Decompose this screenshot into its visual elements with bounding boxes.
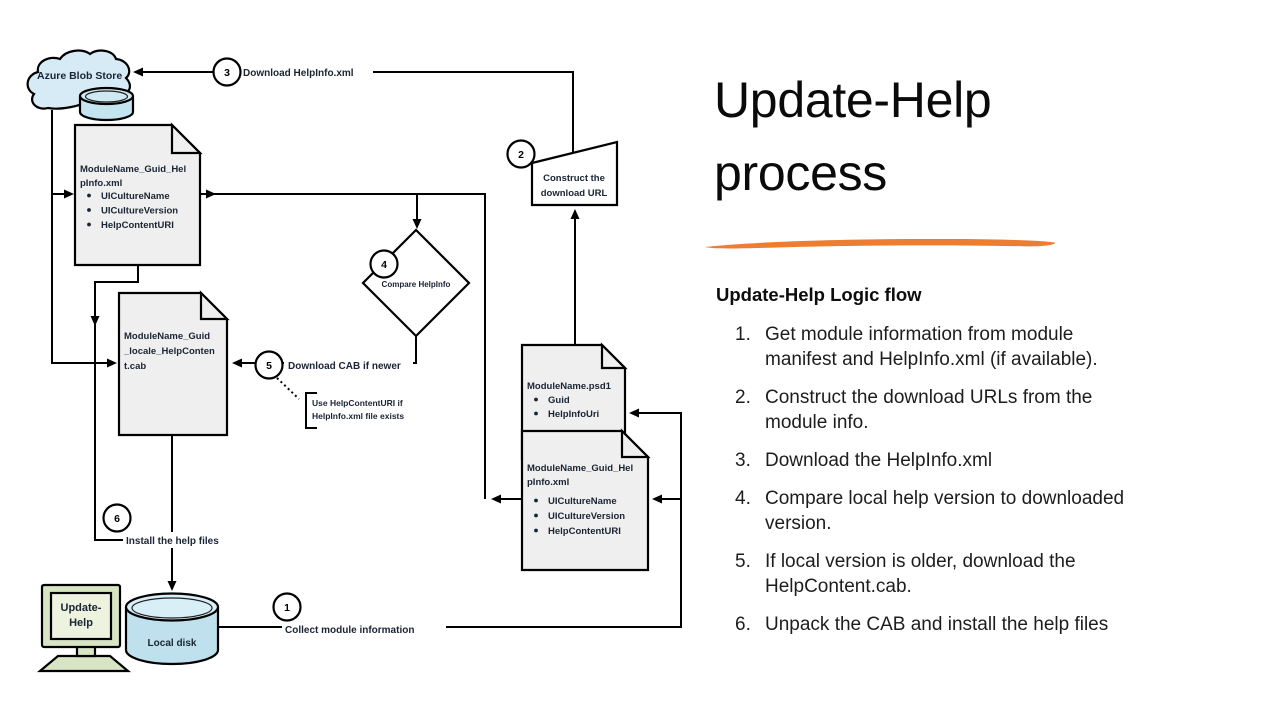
- accent-underline: [705, 238, 1056, 249]
- local-disk: Local disk: [124, 592, 220, 666]
- badge-1: 1: [272, 592, 302, 622]
- list-item-2: 2. Construct the download URLs from the …: [716, 385, 1216, 435]
- doc-bullet: HelpContentURI: [101, 220, 174, 231]
- svg-text:1: 1: [284, 602, 290, 614]
- list-item-1: 1. Get module information from module ma…: [716, 322, 1216, 372]
- list-text-line: Download the HelpInfo.xml: [765, 450, 993, 471]
- list-number: 5.: [735, 551, 751, 572]
- construct-label-line: Construct the: [543, 173, 605, 184]
- list-item-4: 4. Compare local help version to downloa…: [716, 486, 1216, 536]
- badge-6: 6: [102, 503, 132, 533]
- label-download-cab: Download CAB if newer: [288, 361, 401, 372]
- doc-title: ModuleName.psd1: [527, 381, 612, 392]
- doc-bullet: UICultureName: [548, 496, 617, 507]
- title-line-2: process: [714, 145, 887, 201]
- doc-title-line: _locale_HelpConten: [123, 346, 215, 357]
- list-text-line: Unpack the CAB and install the help file…: [765, 614, 1109, 635]
- screen-text-line: Update-: [61, 602, 102, 614]
- compare-label: Compare HelpInfo: [382, 280, 451, 289]
- update-help-computer: Update- Help: [36, 583, 132, 673]
- doc-bullet: UICultureVersion: [101, 206, 178, 217]
- azure-blob-store: Azure Blob Store: [26, 49, 135, 122]
- list-item-6: 6. Unpack the CAB and install the help f…: [716, 612, 1216, 637]
- note-line: Use HelpContentURI if: [312, 398, 403, 408]
- list-text-line: module info.: [765, 412, 869, 433]
- process-diagram: Azure Blob Store ModuleName_Guid_Hel pIn…: [26, 49, 682, 673]
- list-number: 6.: [735, 614, 751, 635]
- doc-helpcontent-cab: ModuleName_Guid _locale_HelpConten t.cab: [117, 290, 230, 437]
- badge-4: 4: [369, 249, 399, 279]
- right-panel: Update-Help process Update-Help Logic fl…: [700, 0, 1280, 720]
- svg-text:3: 3: [224, 67, 230, 79]
- svg-text:4: 4: [381, 259, 387, 271]
- cloud-label: Azure Blob Store: [37, 70, 122, 82]
- doc-title-line: pInfo.xml: [527, 477, 569, 488]
- list-text-line: version.: [765, 513, 832, 534]
- screen-text-line: Help: [69, 617, 93, 629]
- svg-text:2: 2: [518, 149, 524, 161]
- blob-cylinder-icon: [78, 86, 135, 122]
- svg-text:6: 6: [114, 513, 120, 525]
- label-install-help-files: Install the help files: [126, 536, 219, 547]
- list-text-line: Construct the download URLs from the: [765, 387, 1093, 408]
- list-text-line: Compare local help version to downloaded: [765, 488, 1125, 509]
- doc-title-line: t.cab: [124, 361, 146, 372]
- doc-bullet: HelpContentURI: [548, 526, 621, 537]
- list-text-line: Get module information from module: [765, 324, 1074, 345]
- list-text: If local version is older, download the …: [765, 549, 1216, 599]
- page-title: Update-Help process: [714, 64, 992, 210]
- title-line-1: Update-Help: [714, 72, 992, 128]
- list-number: 2.: [735, 387, 751, 408]
- list-text-line: manifest and HelpInfo.xml (if available)…: [765, 349, 1098, 370]
- list-text: Unpack the CAB and install the help file…: [765, 612, 1216, 637]
- list-text: Construct the download URLs from the mod…: [765, 385, 1216, 435]
- arrowheads: [64, 67, 662, 591]
- doc-helpinfo-azure: ModuleName_Guid_Hel pInfo.xml UICultureN…: [73, 122, 203, 267]
- doc-title-line: ModuleName_Guid_Hel: [527, 463, 633, 474]
- connector-labels: Download HelpInfo.xml Download CAB if ne…: [126, 68, 414, 636]
- logic-steps-list: 1. Get module information from module ma…: [716, 322, 1216, 650]
- label-masks: [124, 62, 446, 636]
- list-number: 1.: [735, 324, 751, 345]
- badge-3: 3: [212, 57, 242, 87]
- logic-flow-heading: Update-Help Logic flow: [716, 284, 922, 305]
- doc-bullet: Guid: [548, 395, 570, 406]
- list-text: Download the HelpInfo.xml: [765, 448, 1216, 473]
- badge-2: 2: [506, 139, 536, 169]
- compare-diamond: Compare HelpInfo: [361, 228, 471, 338]
- list-text: Get module information from module manif…: [765, 322, 1216, 372]
- badge-5: 5: [254, 350, 284, 380]
- list-number: 3.: [735, 450, 751, 471]
- construct-label-line: download URL: [541, 188, 608, 199]
- list-item-5: 5. If local version is older, download t…: [716, 549, 1216, 599]
- doc-bullet: HelpInfoUri: [548, 409, 599, 420]
- construct-url-shape: Construct the download URL: [530, 140, 619, 207]
- doc-title-line: pInfo.xml: [80, 178, 122, 189]
- list-text: Compare local help version to downloaded…: [765, 486, 1216, 536]
- connectors: [51, 71, 682, 628]
- svg-text:5: 5: [266, 360, 272, 372]
- step-badges: 1 2 3 4 5 6: [102, 57, 536, 622]
- list-text-line: HelpContent.cab.: [765, 576, 912, 597]
- doc-helpinfo-local: ModuleName_Guid_Hel pInfo.xml UICultureN…: [520, 428, 651, 572]
- list-text-line: If local version is older, download the: [765, 551, 1076, 572]
- label-collect-module-info: Collect module information: [285, 625, 414, 636]
- doc-title-line: ModuleName_Guid: [124, 331, 210, 342]
- list-number: 4.: [735, 488, 751, 509]
- doc-bullet: UICultureVersion: [548, 511, 625, 522]
- label-download-helpinfo: Download HelpInfo.xml: [243, 68, 354, 79]
- monitor-screen: [49, 591, 113, 641]
- note-line: HelpInfo.xml file exists: [312, 411, 404, 421]
- helpcontenturi-note: Use HelpContentURI if HelpInfo.xml file …: [312, 398, 404, 421]
- doc-bullet: UICultureName: [101, 191, 170, 202]
- list-item-3: 3. Download the HelpInfo.xml: [716, 448, 1216, 473]
- disk-label: Local disk: [148, 638, 197, 649]
- doc-title-line: ModuleName_Guid_Hel: [80, 164, 186, 175]
- monitor-base: [36, 654, 132, 673]
